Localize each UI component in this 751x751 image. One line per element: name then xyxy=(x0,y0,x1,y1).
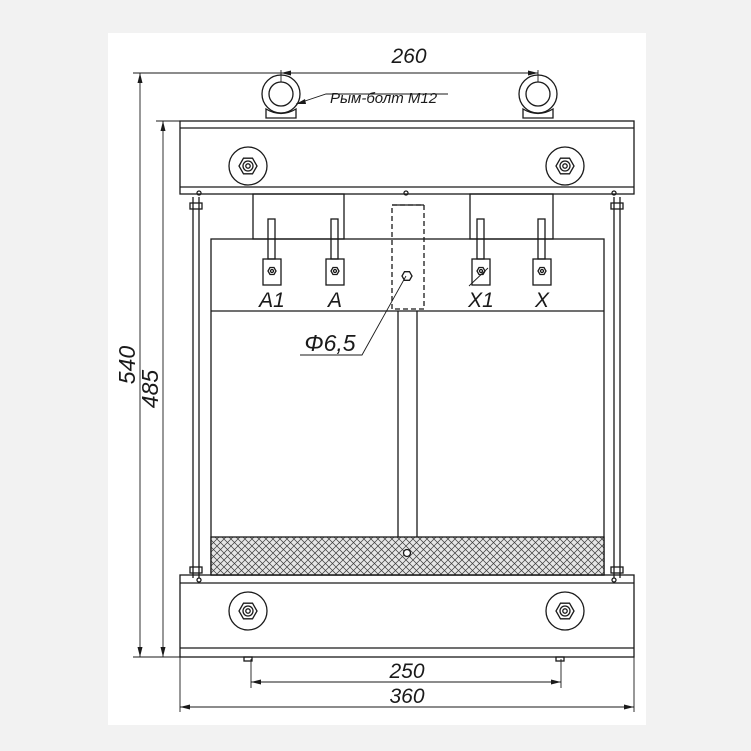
top-yoke-frame xyxy=(179,120,635,196)
terminal-label-x1: X1 xyxy=(467,289,494,312)
dim-total-height: 540 xyxy=(114,346,140,385)
top-clamp-blocks xyxy=(252,193,554,310)
bottom-left-bolt xyxy=(228,591,268,631)
terminal-x1 xyxy=(471,218,491,286)
dim-foot-spacing: 250 xyxy=(388,660,424,683)
top-right-bolt xyxy=(545,146,585,186)
terminal-label-a1: A1 xyxy=(257,289,285,312)
insulation-hole xyxy=(402,548,412,558)
dim-eyebolt-spacing: 260 xyxy=(390,45,426,68)
terminal-a xyxy=(325,218,345,286)
eyebolt-callout: Рым-болт М12 xyxy=(330,90,438,107)
top-left-bolt xyxy=(228,146,268,186)
terminal-label-a: A xyxy=(326,289,342,312)
terminal-label-x: X xyxy=(534,289,550,312)
dim-total-width: 360 xyxy=(389,685,424,708)
dim-core-height: 485 xyxy=(137,370,163,409)
tie-rods xyxy=(189,197,624,578)
bottom-yoke-frame xyxy=(179,574,635,662)
bottom-right-bolt xyxy=(545,591,585,631)
dim-hole-diameter: Φ6,5 xyxy=(304,330,355,356)
terminal-x xyxy=(532,218,552,286)
terminal-a1 xyxy=(262,218,282,286)
dimension-arrows xyxy=(137,70,634,710)
dimension-lines xyxy=(133,70,635,712)
